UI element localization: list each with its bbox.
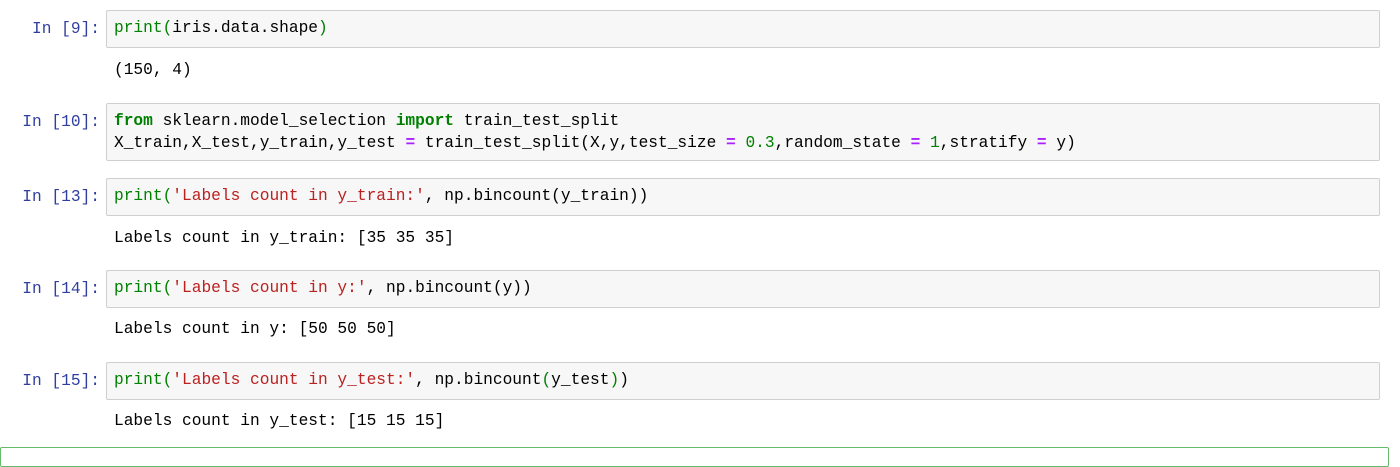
string-token: 'Labels count in y:' (172, 279, 367, 297)
paren-token: ( (162, 187, 173, 205)
paren-token: ( (162, 371, 173, 389)
active-cell-border[interactable] (0, 447, 1389, 467)
code-token (736, 134, 746, 152)
cell-output: Labels count in y_test: [15 15 15] (114, 412, 445, 430)
operator-token: = (405, 134, 416, 152)
cell-output: Labels count in y_train: [35 35 35] (114, 229, 454, 247)
operator-token: = (1036, 134, 1047, 152)
code-token: y_test (551, 371, 610, 389)
code-input[interactable]: print('Labels count in y_train:', np.bin… (106, 178, 1380, 216)
code-line: print('Labels count in y_train:', np.bin… (114, 185, 1372, 207)
builtin-token: print (114, 187, 163, 205)
code-token: ,stratify (939, 134, 1037, 152)
code-line: print(iris.data.shape) (114, 17, 1372, 39)
code-line: print('Labels count in y:', np.bincount(… (114, 277, 1372, 299)
code-token: , np.bincount(y)) (366, 279, 532, 297)
matched-bracket-token: ) (609, 371, 620, 389)
operator-token: = (726, 134, 736, 152)
keyword-token: import (395, 112, 455, 130)
number-token: 1 (930, 134, 940, 152)
code-input[interactable]: print('Labels count in y_test:', np.binc… (106, 362, 1380, 400)
builtin-token: print (114, 279, 163, 297)
code-token: train_test_split (454, 112, 620, 130)
matched-bracket-token: ( (541, 371, 552, 389)
number-token: 0.3 (745, 134, 775, 152)
code-input[interactable]: print('Labels count in y:', np.bincount(… (106, 270, 1380, 308)
code-token: ,random_state (774, 134, 911, 152)
string-token: 'Labels count in y_test:' (172, 371, 416, 389)
operator-token: = (910, 134, 921, 152)
builtin-token: print (114, 371, 163, 389)
code-token: train_test_split(X,y,test_size (415, 134, 727, 152)
code-input[interactable]: print(iris.data.shape) (106, 10, 1380, 48)
keyword-token: from (114, 112, 153, 130)
code-line: X_train,X_test,y_train,y_test = train_te… (114, 132, 1372, 154)
code-token: y) (1046, 134, 1076, 152)
code-token: , np.bincount(y_train)) (424, 187, 649, 205)
string-token: 'Labels count in y_train:' (172, 187, 425, 205)
cell-output: (150, 4) (114, 61, 192, 79)
paren-token: ) (318, 19, 328, 37)
cell-output: Labels count in y: [50 50 50] (114, 320, 396, 338)
code-input[interactable]: from sklearn.model_selection import trai… (106, 103, 1380, 161)
code-token: iris.data.shape (172, 19, 319, 37)
input-prompt: In [9]: (32, 20, 100, 38)
input-prompt: In [14]: (22, 280, 100, 298)
code-token: , np.bincount (415, 371, 542, 389)
paren-token: ( (162, 19, 173, 37)
code-token (920, 134, 930, 152)
input-prompt: In [10]: (22, 113, 100, 131)
code-token: ) (619, 371, 629, 389)
code-line: from sklearn.model_selection import trai… (114, 110, 1372, 132)
code-line: print('Labels count in y_test:', np.binc… (114, 369, 1372, 391)
input-prompt: In [13]: (22, 188, 100, 206)
input-prompt: In [15]: (22, 372, 100, 390)
builtin-token: print (114, 19, 163, 37)
code-token: X_train,X_test,y_train,y_test (114, 134, 406, 152)
code-token: sklearn.model_selection (152, 112, 396, 130)
paren-token: ( (162, 279, 173, 297)
